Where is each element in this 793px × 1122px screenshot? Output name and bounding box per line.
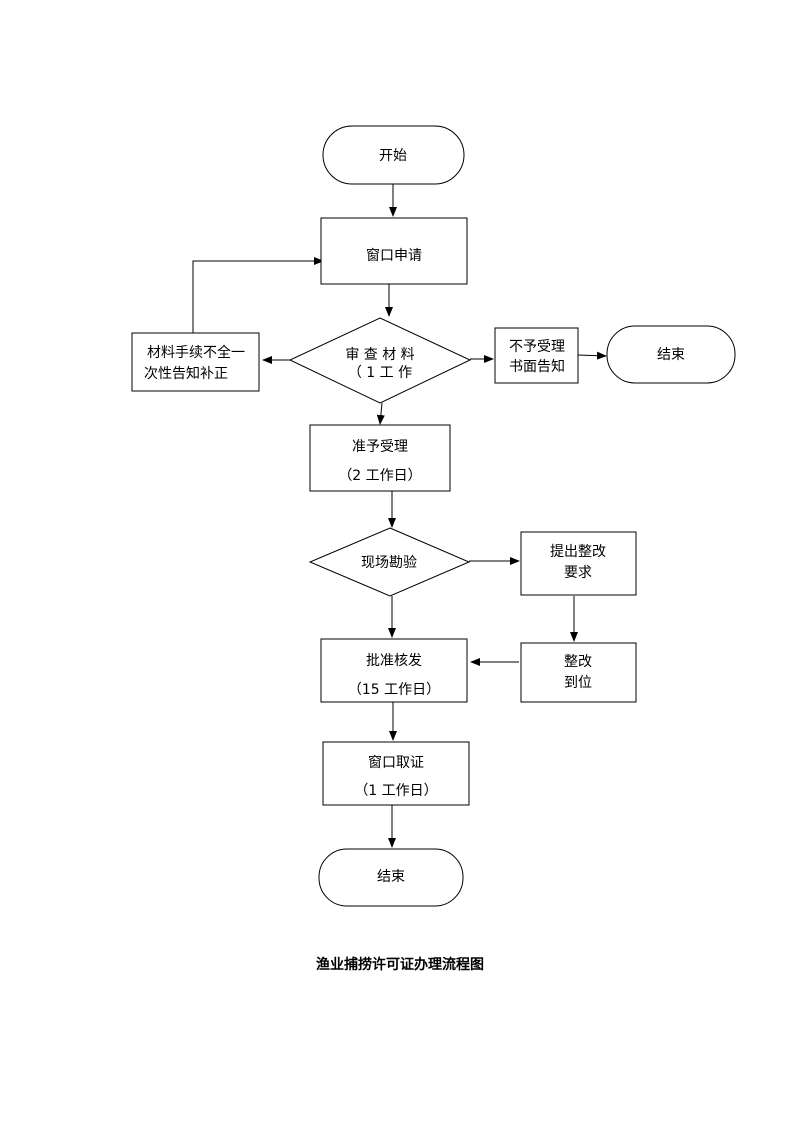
inspect-label: 现场勘验 [361, 555, 417, 571]
edge-supplement-to-apply [192, 257, 324, 333]
supplement-label-line2: 次性告知补正 [144, 365, 228, 382]
collect-node: 窗口取证 （1 工作日） [322, 741, 470, 806]
diagram-caption: 渔业捕捞许可证办理流程图 [316, 956, 484, 973]
approve-label-line1: 批准核发 [366, 653, 422, 669]
supplement-node: 材料手续不全一 次性告知补正 [131, 332, 260, 392]
collect-label-line1: 窗口取证 [368, 754, 424, 771]
inspect-decision-node: 现场勘验 [308, 527, 471, 597]
rectify-done-label-line1: 整改 [564, 654, 592, 670]
accept-label-line1: 准予受理 [352, 439, 408, 455]
rectify-done-label-line2: 到位 [564, 675, 592, 691]
rectify-request-label-line2: 要求 [564, 565, 592, 581]
accept-label-line2: （2 工作日） [338, 468, 421, 484]
end-bottom-label: 结束 [377, 869, 405, 885]
edge-reject-to-end [577, 351, 607, 360]
reject-label-line2: 书面告知 [509, 358, 565, 375]
window-apply-label: 窗口申请 [366, 247, 422, 264]
collect-label-line2: （1 工作日） [354, 783, 437, 799]
window-apply-node: 窗口申请 [320, 217, 468, 285]
rectify-request-label-line1: 提出整改 [550, 544, 606, 560]
review-decision-node: 审 查 材 料 （ 1 工 作 [288, 317, 472, 404]
start-node: 开始 [322, 125, 465, 185]
end-node-top: 结束 [606, 325, 736, 384]
supplement-label-line1: 材料手续不全一 [147, 344, 245, 361]
end-top-label: 结束 [657, 347, 685, 363]
reject-node: 不予受理 书面告知 [494, 327, 579, 384]
rectify-request-node: 提出整改 要求 [520, 531, 637, 596]
approve-label-line2: （15 工作日） [348, 682, 440, 698]
start-label: 开始 [379, 148, 407, 164]
edge-review-to-accept [376, 402, 385, 425]
approve-node: 批准核发 （15 工作日） [320, 638, 468, 703]
review-label-line2: （ 1 工 作 [348, 365, 412, 381]
rectify-done-node: 整改 到位 [520, 642, 637, 703]
accept-node: 准予受理 （2 工作日） [309, 424, 451, 492]
reject-label-line1: 不予受理 [509, 339, 565, 355]
review-label-line1: 审 查 材 料 [345, 347, 414, 363]
end-node-bottom: 结束 [318, 848, 464, 907]
